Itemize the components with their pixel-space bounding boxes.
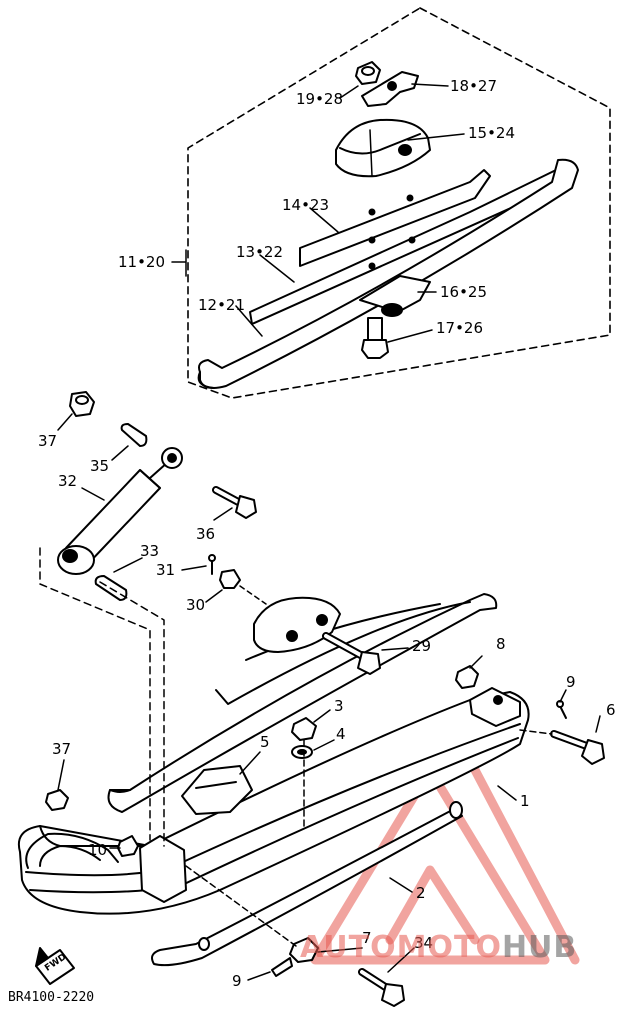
fwd-arrow-marker — [35, 947, 75, 985]
nut-37-bottom — [45, 789, 69, 811]
part-label-8: 8 — [496, 635, 506, 653]
part-label-1: 1 — [520, 792, 530, 810]
part-label-33: 33 — [140, 542, 160, 560]
nut-3 — [291, 717, 317, 741]
runner-2 — [151, 801, 463, 967]
part-label-35: 35 — [90, 457, 110, 475]
part-label-5: 5 — [260, 733, 270, 751]
part-label-11-20: 11•20 — [118, 253, 166, 271]
bolt-6 — [550, 730, 605, 765]
shock-absorber-32 — [57, 447, 183, 575]
part-label-19-28: 19•28 — [296, 90, 344, 108]
bolt-34 — [358, 968, 405, 1007]
washer-4 — [291, 745, 313, 759]
part-label-16-25: 16•25 — [440, 283, 488, 301]
part-label-31: 31 — [156, 561, 176, 579]
spring-assembly-outline — [187, 7, 611, 399]
part-label-32: 32 — [58, 472, 78, 490]
watermark-text: AUTOMOTOHUB — [300, 930, 578, 965]
spring-assembly — [197, 61, 579, 389]
nut-10 — [117, 835, 139, 857]
holder-5 — [181, 765, 253, 815]
part-label-6: 6 — [606, 701, 616, 719]
part-label-29: 29 — [412, 637, 432, 655]
part-label-9-bottom: 9 — [232, 972, 242, 990]
ski-bracket — [139, 687, 521, 903]
drawing-code: BR4100-2220 — [8, 990, 95, 1005]
part-label-37-top: 37 — [38, 432, 58, 450]
part-label-13-22: 13•22 — [236, 243, 284, 261]
nut-19-28 — [355, 61, 381, 85]
part-label-15-24: 15•24 — [468, 124, 516, 142]
leaf-spring-12-21 — [198, 158, 579, 389]
part-label-2: 2 — [416, 884, 426, 902]
part-label-9-top: 9 — [566, 673, 576, 691]
collar-35 — [120, 423, 148, 447]
part-label-10: 10 — [88, 841, 108, 859]
part-label-17-26: 17•26 — [436, 319, 484, 337]
part-label-7: 7 — [362, 929, 372, 947]
part-label-12-21: 12•21 — [198, 296, 246, 314]
part-label-18-27: 18•27 — [450, 77, 498, 95]
bolt-17-26 — [361, 317, 389, 359]
part-label-4: 4 — [336, 725, 346, 743]
pin-9-top — [556, 700, 567, 719]
pin-9-bottom — [271, 957, 293, 977]
nut-8 — [455, 665, 479, 689]
part-label-3: 3 — [334, 697, 344, 715]
part-label-30: 30 — [186, 596, 206, 614]
part-label-14-23: 14•23 — [282, 196, 330, 214]
nut-7 — [289, 937, 319, 963]
nut-30 — [219, 569, 241, 589]
part-label-34: 34 — [414, 934, 434, 952]
bolt-29 — [322, 632, 381, 675]
bolt-36 — [212, 486, 257, 519]
part-label-37-bottom: 37 — [52, 740, 72, 758]
nut-37-top — [69, 391, 95, 417]
leaf-spring-14-23 — [299, 169, 491, 267]
saddle-15-24 — [335, 118, 431, 178]
part-label-36: 36 — [196, 525, 216, 543]
pin-31 — [208, 554, 216, 575]
